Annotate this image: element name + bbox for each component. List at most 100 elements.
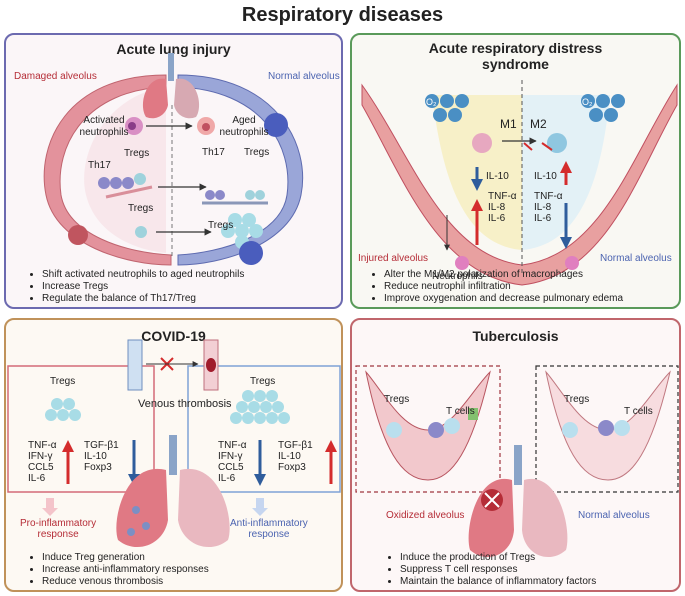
tregs-label-left: Tregs: [124, 148, 150, 159]
cytokine: CCL5: [28, 462, 54, 473]
bullet: Regulate the balance of Th17/Treg: [42, 293, 244, 305]
il10-label-right: IL-10: [534, 171, 557, 182]
ali-bullets: Shift activated neutrophils to aged neut…: [28, 269, 244, 305]
bullet: Improve oxygenation and decrease pulmona…: [384, 293, 623, 305]
cytokine: IL-10: [84, 451, 107, 462]
bullet: Suppress T cell responses: [400, 564, 596, 576]
cytokine: IFN-γ: [218, 451, 243, 462]
neutrophils-label: Neutrophils: [432, 271, 483, 282]
covid-bullets: Induce Treg generation Increase anti-inf…: [28, 552, 209, 588]
pro-response-arrow: [42, 498, 58, 516]
tb-bullets: Induce the production of Tregs Suppress …: [386, 552, 596, 588]
neutrophil-cell: [455, 256, 469, 270]
th17-label-left: Th17: [88, 160, 111, 171]
tregs-label-right: Tregs: [244, 147, 270, 158]
cytokine: TNF-α: [218, 440, 247, 451]
cytokines-down-left: TGF-β1 IL-10 Foxp3: [84, 440, 119, 473]
vessel-left: [127, 339, 143, 391]
oxidized-alveolus-label: Oxidized alveolus: [386, 510, 465, 521]
o2-bubbles-right: [581, 94, 625, 122]
t-cell-left: [444, 418, 460, 434]
panel-title: COVID-19: [141, 328, 206, 344]
macrophage-right-top: [264, 113, 288, 137]
t-cells-label-left: T cells: [446, 406, 475, 417]
cytokine: IL-6: [28, 473, 46, 484]
th17-cells-left: [98, 173, 146, 189]
panel-title: Tuberculosis: [472, 328, 559, 344]
tregs-label-left: Tregs: [50, 376, 76, 387]
pro-inflammatory-box: [7, 365, 155, 493]
covid-illustration: [7, 339, 341, 548]
cytokine: IL-6: [488, 213, 506, 224]
th17-cells-right: [205, 190, 265, 200]
anti-inflammatory-label: Anti-inflammatory response: [230, 518, 308, 540]
activated-neutrophils-label: Activated neutrophils: [79, 115, 129, 138]
tregs-bottom-left: [135, 226, 147, 238]
bullet: Induce Treg generation: [42, 552, 209, 564]
treg-cell-right: [562, 422, 578, 438]
cytokines-up-left: TNF-α IFN-γ CCL5 IL-6: [28, 440, 57, 484]
cytokine: IFN-γ: [28, 451, 53, 462]
normal-alveolus-label: Normal alveolus: [268, 71, 340, 82]
bullet: Alter the M1/M2 polarization of macropha…: [384, 269, 623, 281]
bullet: Induce the production of Tregs: [400, 552, 596, 564]
cytokine: Foxp3: [278, 462, 306, 473]
m1-macrophage-cell: [472, 133, 492, 153]
m2-label: M2: [530, 117, 547, 131]
cytokine: IL-6: [218, 473, 236, 484]
cytokines-up-right: TGF-β1 IL-10 Foxp3: [278, 440, 313, 473]
tregs-cluster-right: [230, 390, 290, 424]
anti-line: Anti-inflammatory: [230, 518, 308, 529]
bullet: Reduce venous thrombosis: [42, 576, 209, 588]
tregs-cluster-right: [221, 213, 263, 249]
cytokine: TNF-α: [488, 191, 517, 202]
il10-label-left: IL-10: [486, 171, 509, 182]
t-cell-right: [598, 420, 614, 436]
tregs-label-bottom-right: Tregs: [208, 220, 234, 231]
panel-title-line2: syndrome: [482, 56, 549, 72]
cytokines-left: TNF-α IL-8 IL-6: [488, 191, 517, 224]
panel-tuberculosis: Tuberculosis Tregs T cells Tregs T cells…: [350, 318, 681, 592]
cytokines-down-right: TNF-α IFN-γ CCL5 IL-6: [218, 440, 247, 484]
balance-beam-left: [105, 185, 153, 199]
tregs-label-left: Tregs: [384, 394, 410, 405]
bullet: Maintain the balance of inflammatory fac…: [400, 576, 596, 588]
cytokine: TGF-β1: [278, 440, 313, 451]
thrombus: [206, 358, 216, 372]
panel-title: Acute respiratory distress syndrome: [352, 40, 679, 72]
t-cells-label-right: T cells: [624, 406, 653, 417]
x-mark-icon: [523, 142, 553, 151]
tregs-label-right: Tregs: [250, 376, 276, 387]
ards-bullets: Alter the M1/M2 polarization of macropha…: [370, 269, 623, 305]
macrophage-right-bottom: [239, 241, 263, 265]
cytokine: TGF-β1: [84, 440, 119, 451]
cytokine: IL-10: [278, 451, 301, 462]
normal-alveolus-label: Normal alveolus: [600, 253, 672, 264]
bullet: Increase Tregs: [42, 281, 244, 293]
cytokine: IL-8: [534, 202, 552, 213]
normal-box: [535, 365, 679, 493]
normal-alveolus: [545, 370, 671, 481]
venous-thrombosis-label: Venous thrombosis: [138, 398, 232, 410]
panel-title-line1: Acute respiratory distress: [428, 40, 603, 56]
pro-line: response: [37, 529, 79, 540]
tregs-label-bottom-left: Tregs: [128, 203, 154, 214]
bacteria-icon: [468, 408, 478, 420]
cytokine: TNF-α: [534, 191, 563, 202]
tregs-cluster-left: [45, 398, 81, 421]
tregs-label-right: Tregs: [564, 394, 590, 405]
anti-line: response: [248, 529, 290, 540]
ards-illustration: [361, 80, 678, 286]
pro-line: Pro-inflammatory: [20, 518, 97, 529]
pro-inflammatory-label: Pro-inflammatory response: [20, 518, 96, 540]
normal-alveolus-label: Normal alveolus: [578, 510, 650, 521]
panel-ards: Acute respiratory distress syndrome: [350, 33, 681, 309]
page-title: Respiratory diseases: [241, 4, 444, 26]
damaged-cell: [68, 225, 88, 245]
lungs-icon: [468, 445, 568, 558]
cytokines-right: TNF-α IL-8 IL-6: [534, 191, 563, 224]
neutrophil-cell: [565, 256, 579, 270]
anti-inflammatory-box: [187, 365, 341, 493]
bullet: Reduce neutrophil infiltration: [384, 281, 623, 293]
lungs-icon: [116, 435, 230, 548]
